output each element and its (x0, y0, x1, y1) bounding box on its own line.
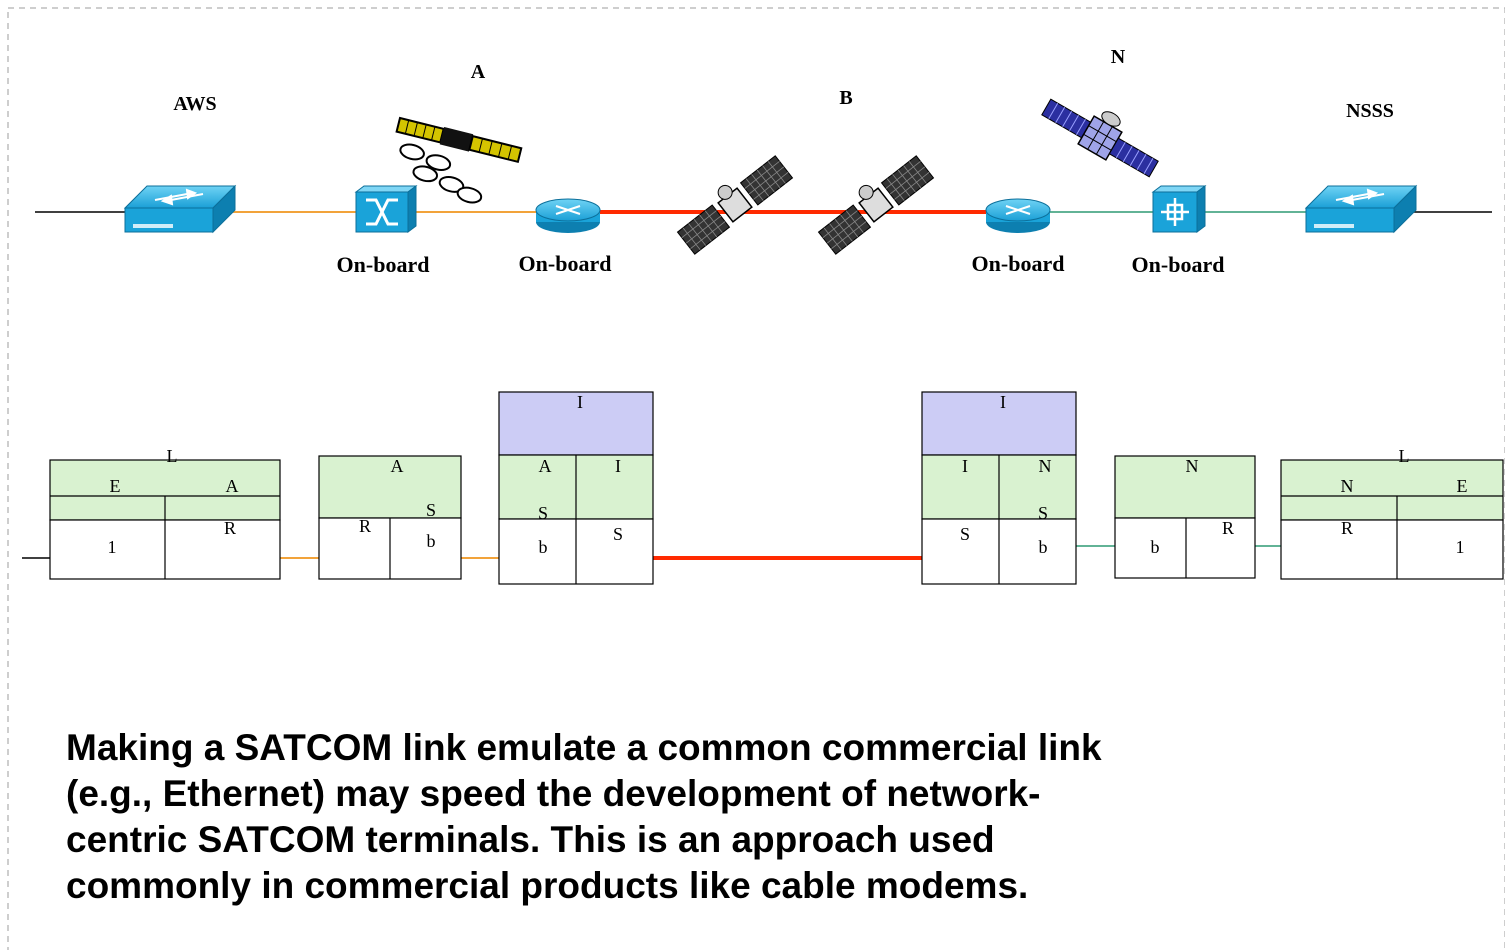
stack2-b-label: b (427, 531, 436, 551)
stack1-top-label: L (167, 446, 178, 466)
router-icon (985, 198, 1051, 233)
stack6-top-label: L (1399, 446, 1410, 466)
stack4-s-mid-label: S (1038, 503, 1048, 523)
protocol-stack-1 (49, 459, 281, 580)
stack3-s-mid-label: S (538, 503, 548, 523)
stack6-e-label: E (1457, 476, 1468, 496)
stack4-i-top-label: I (1000, 392, 1006, 412)
onboard-label: On-board (1132, 252, 1225, 277)
stack1-e-label: E (110, 476, 121, 496)
label-n: N (1111, 46, 1126, 68)
stack6-r-label: R (1341, 518, 1353, 538)
protocol-stack-2 (318, 455, 462, 580)
stack3-i-label: I (615, 456, 621, 476)
satellite-icon (817, 155, 935, 255)
stack5-r-label: R (1222, 518, 1234, 538)
label-aws: AWS (173, 93, 216, 115)
stack3-a-label: A (539, 456, 552, 476)
stack4-i-label: I (962, 456, 968, 476)
label-b: B (839, 87, 852, 109)
stack2-a-label: A (391, 456, 404, 476)
label-nsss: NSSS (1346, 100, 1394, 122)
onboard-label: On-board (337, 252, 430, 277)
satellite-icon (676, 155, 794, 255)
stack5-n-label: N (1186, 456, 1199, 476)
stack2-s-label: S (426, 500, 436, 520)
caption-line: commonly in commercial products like cab… (66, 865, 1029, 906)
protocol-stack-5 (1114, 455, 1256, 579)
switch-icon (1304, 184, 1418, 234)
protocol-stack-3 (498, 391, 654, 585)
stack1-a-label: A (226, 476, 239, 496)
stack3-b-label: b (539, 537, 548, 557)
stack2-r-label: R (359, 516, 371, 536)
onboard-label: On-board (972, 251, 1065, 276)
satellite-icon (395, 116, 523, 204)
caption-line: (e.g., Ethernet) may speed the developme… (66, 773, 1041, 814)
stack4-s-left-label: S (960, 524, 970, 544)
switch-icon (123, 184, 237, 234)
page-border (7, 7, 1505, 950)
protocol-stack-4 (921, 391, 1077, 585)
stack6-one-label: 1 (1456, 537, 1465, 557)
stack3-i-top-label: I (577, 392, 583, 412)
stack3-s-right-label: S (613, 524, 623, 544)
stack-links (22, 545, 1281, 560)
onboard-label: On-board (519, 251, 612, 276)
protocol-stack-6 (1280, 459, 1504, 580)
stack6-n-label: N (1341, 476, 1354, 496)
router-icon (535, 198, 601, 233)
atm-switch-icon (354, 185, 418, 233)
stack1-one-label: 1 (108, 537, 117, 557)
layer3-switch-icon (1151, 185, 1207, 233)
stack1-r-label: R (224, 518, 236, 538)
satellite-icon (1041, 98, 1159, 178)
caption-line: centric SATCOM terminals. This is an app… (66, 819, 995, 860)
caption: Making a SATCOM link emulate a common co… (66, 725, 1466, 909)
caption-line: Making a SATCOM link emulate a common co… (66, 727, 1102, 768)
stack4-b-label: b (1039, 537, 1048, 557)
stack5-b-label: b (1151, 537, 1160, 557)
label-a: A (471, 61, 486, 83)
stack4-n-label: N (1039, 456, 1052, 476)
